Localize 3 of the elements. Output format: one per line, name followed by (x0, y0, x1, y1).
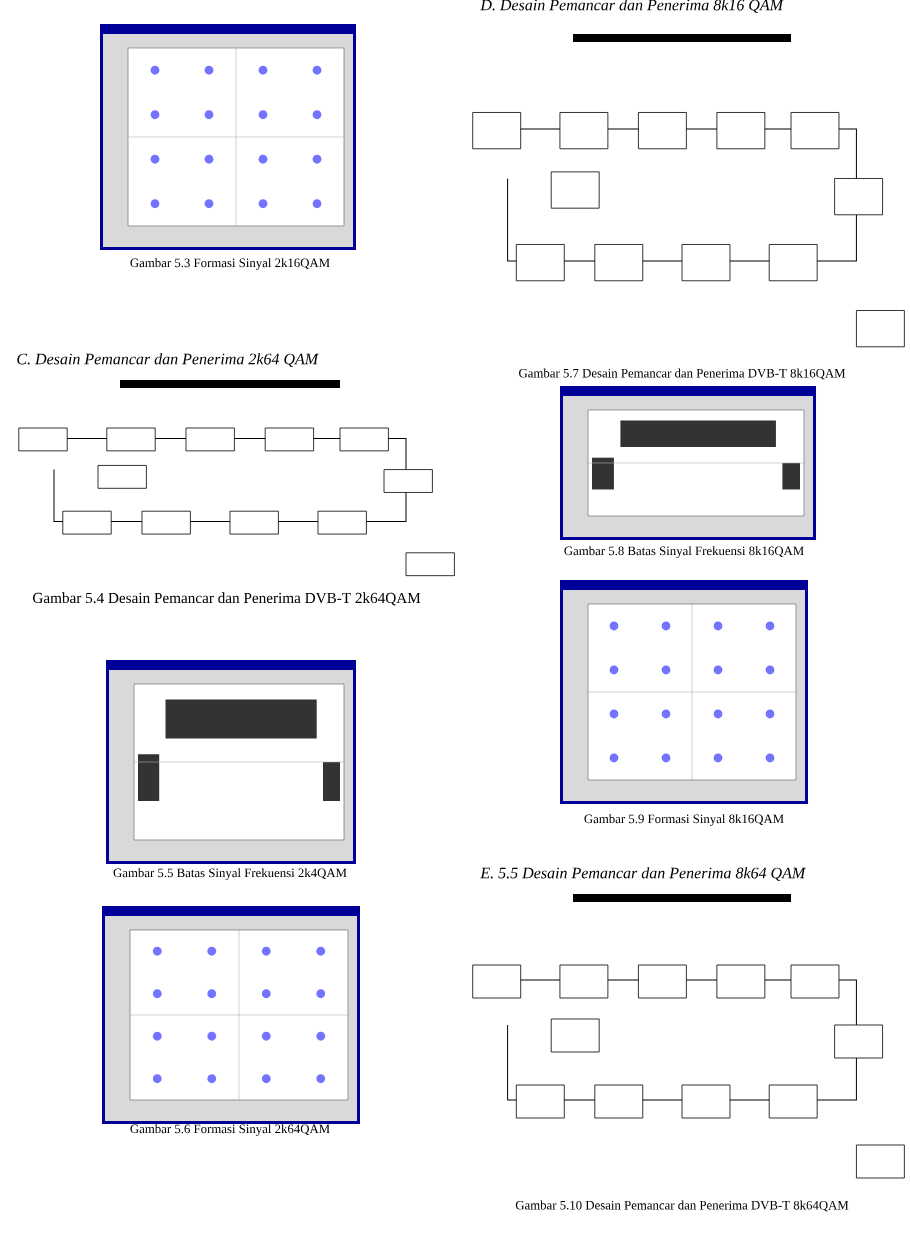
section-heading: C. Desain Pemancar dan Penerima 2k64 QAM (17, 353, 319, 367)
section-heading: E. 5.5 Desain Pemancar dan Penerima 8k64 QAM (480, 867, 806, 881)
section-heading: D. Desain Pemancar dan Penerima 8k16 QAM (480, 0, 784, 13)
